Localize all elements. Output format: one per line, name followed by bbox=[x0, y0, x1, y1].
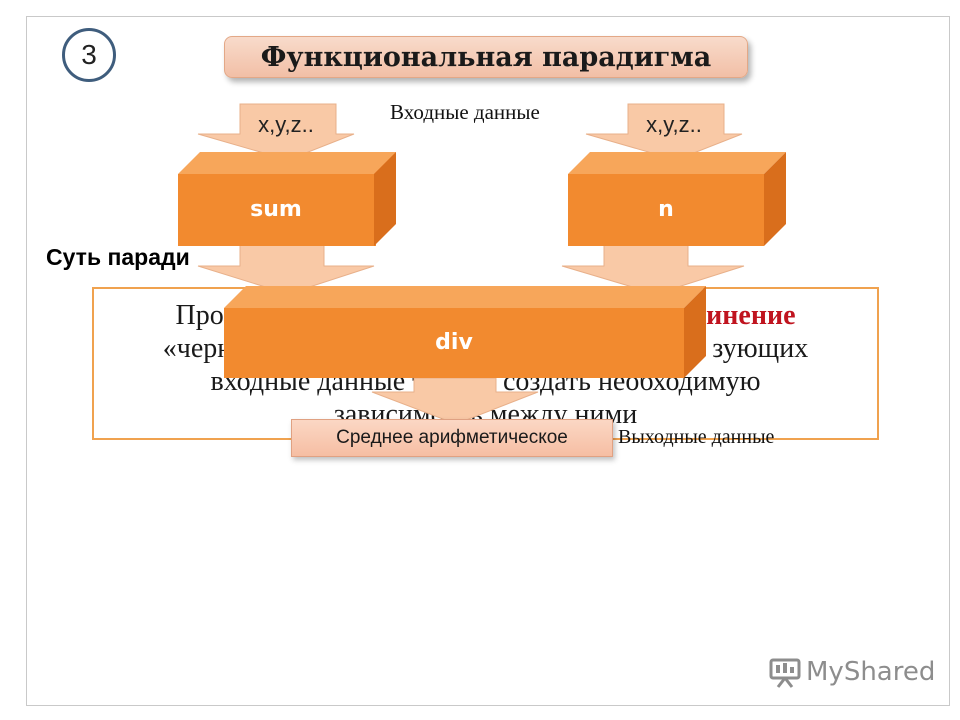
result-box: Среднее арифметическое bbox=[291, 419, 613, 457]
essence-heading: Суть паради bbox=[46, 244, 190, 270]
output-data-label: Выходные данные bbox=[618, 426, 775, 448]
slide-title-text: Функциональная парадигма bbox=[260, 41, 712, 73]
watermark-logo: MyShared bbox=[768, 656, 935, 688]
definition-line-2: «черн зующих bbox=[94, 332, 877, 365]
slide-title: Функциональная парадигма bbox=[224, 36, 748, 78]
slide-number: 3 bbox=[81, 39, 97, 70]
sum-block bbox=[178, 152, 396, 246]
logo-text: MyShared bbox=[806, 657, 936, 687]
div-block bbox=[224, 286, 706, 378]
definition-line-2-text: «черн bbox=[162, 333, 233, 364]
n-block bbox=[568, 152, 786, 246]
flow-arrow-right bbox=[561, 244, 745, 295]
definition-line-2-tail: зующих bbox=[712, 333, 809, 364]
div-label: div bbox=[435, 330, 473, 355]
input-data-label: Входные данные bbox=[390, 100, 540, 124]
slide-number-badge: 3 bbox=[62, 28, 116, 82]
output-arrow bbox=[371, 378, 539, 425]
input-arrow-left bbox=[197, 103, 355, 161]
input-arrow-right bbox=[585, 103, 743, 161]
flow-arrow-left bbox=[197, 244, 375, 295]
result-text: Среднее арифметическое bbox=[336, 427, 568, 448]
input-right-label: x,y,z.. bbox=[646, 112, 702, 137]
presentation-icon bbox=[769, 658, 801, 688]
sum-label: sum bbox=[250, 197, 302, 222]
n-label: n bbox=[658, 197, 674, 222]
input-left-label: x,y,z.. bbox=[258, 112, 314, 137]
definition-highlight: инение bbox=[706, 300, 796, 331]
